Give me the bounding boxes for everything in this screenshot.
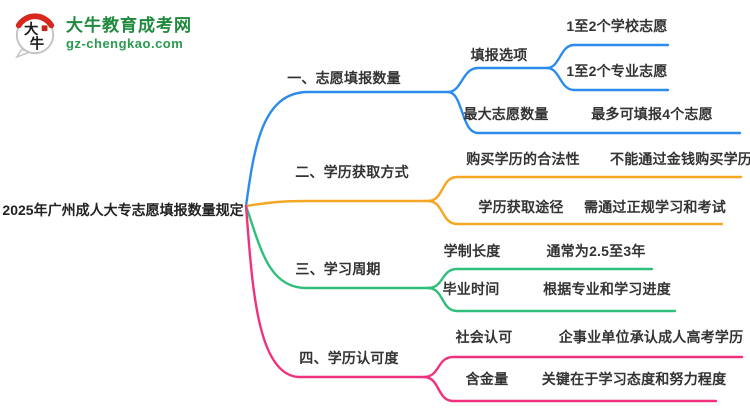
logo-text: 大牛教育成考网 gz-chengkao.com xyxy=(66,15,192,52)
branch3-leaf-duration-value: 通常为2.5至3年 xyxy=(546,243,646,259)
branch1-connectors xyxy=(244,43,742,208)
site-name: 大牛教育成考网 xyxy=(66,15,192,35)
branch1-leaf-max-count-value: 最多可填报4个志愿 xyxy=(591,106,713,122)
branch3-leaf-graduation-value: 根据专业和学习进度 xyxy=(543,281,671,297)
branch1-node-options: 填报选项 xyxy=(470,47,528,63)
branch1-leaf-school-choices: 1至2个学校志愿 xyxy=(566,18,668,34)
branch2-leaf-pathway-value: 需通过正规学习和考试 xyxy=(584,199,726,215)
branch3-connectors xyxy=(244,204,677,313)
branch1-leaf-major-choices: 1至2个专业志愿 xyxy=(566,63,668,79)
branch2-connectors xyxy=(244,175,743,226)
svg-text:牛: 牛 xyxy=(30,34,44,52)
branch4-label: 四、学历认可度 xyxy=(299,350,399,366)
logo-icon: 大 牛 xyxy=(15,13,55,59)
svg-text:大: 大 xyxy=(24,20,39,38)
branch4-node-social: 社会认可 xyxy=(455,329,513,345)
branch4-leaf-value-value: 关键在于学习态度和努力程度 xyxy=(541,371,727,387)
site-url: gz-chengkao.com xyxy=(66,36,184,52)
branch3-node-graduation: 毕业时间 xyxy=(442,281,500,297)
branch2-node-legality: 购买学历的合法性 xyxy=(466,151,580,167)
site-logo[interactable]: 大 牛 大牛教育成考网 gz-chengkao.com xyxy=(12,9,192,59)
branch4-connectors xyxy=(244,204,744,403)
root-node: 2025年广州成人大专志愿填报数量规定 xyxy=(2,202,244,218)
branch4-node-value: 含金量 xyxy=(465,371,509,387)
branch3-label: 三、学习周期 xyxy=(295,261,381,277)
branch2-node-pathway: 学历获取途径 xyxy=(478,199,564,215)
branch3-node-duration: 学制长度 xyxy=(443,243,501,259)
branch1-node-max-count: 最大志愿数量 xyxy=(463,106,549,122)
branch1-label: 一、志愿填报数量 xyxy=(287,70,401,86)
branch2-leaf-legality-value: 不能通过金钱购买学历 xyxy=(610,151,750,167)
branch4-leaf-social-value: 企事业单位承认成人高考学历 xyxy=(558,329,744,345)
branch2-label: 二、学历获取方式 xyxy=(295,164,409,180)
